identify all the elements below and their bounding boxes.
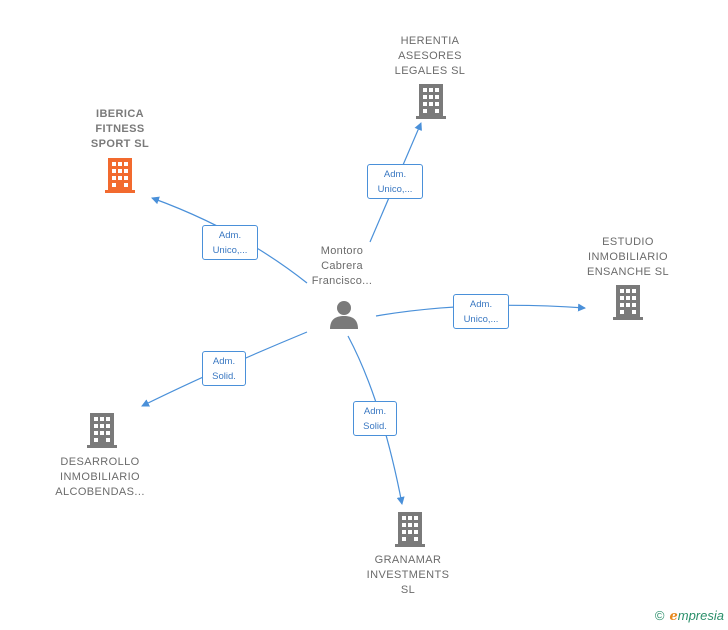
person-icon[interactable] xyxy=(328,298,360,330)
brand-logo-initial: e xyxy=(669,609,678,624)
relation-role-line: Solid. xyxy=(363,421,387,432)
company-name-line: DESARROLLO xyxy=(60,456,140,468)
relation-role-line: Unico,... xyxy=(463,314,499,325)
copyright-symbol: © xyxy=(654,608,665,623)
company-name-line: HERENTIA xyxy=(400,35,460,47)
company-name-line: INVESTMENTS xyxy=(366,569,450,581)
relation-label-iberica[interactable]: Adm. Unico,... xyxy=(202,225,258,260)
relation-role-line: Adm. xyxy=(363,406,387,417)
company-name-line: ALCOBENDAS... xyxy=(55,486,145,498)
company-name-line: INMOBILIARIO xyxy=(60,471,140,483)
relation-role-line: Adm. xyxy=(212,356,236,367)
relation-role-line: Adm. xyxy=(469,299,493,310)
company-name-line: ENSANCHE SL xyxy=(586,266,670,278)
company-herentia-label[interactable]: HERENTIA ASESORES LEGALES SL xyxy=(380,34,480,79)
relation-label-estudio[interactable]: Adm. Unico,... xyxy=(453,294,509,329)
relation-label-granamar[interactable]: Adm. Solid. xyxy=(353,401,397,436)
building-icon[interactable] xyxy=(105,158,135,194)
relation-role-line: Unico,... xyxy=(377,184,413,195)
relation-label-herentia[interactable]: Adm. Unico,... xyxy=(367,164,423,199)
building-icon[interactable] xyxy=(395,512,425,548)
company-name-line: INMOBILIARIO xyxy=(588,251,668,263)
company-name-line: GRANAMAR xyxy=(374,554,442,566)
building-icon[interactable] xyxy=(87,413,117,449)
company-name-line: SPORT SL xyxy=(90,138,150,150)
building-icon[interactable] xyxy=(416,84,446,120)
center-name-line: Francisco... xyxy=(311,275,373,287)
relation-role-line: Adm. xyxy=(218,230,242,241)
company-name-line: FITNESS xyxy=(95,123,145,135)
center-name-line: Montoro xyxy=(320,245,364,257)
company-granamar-label[interactable]: GRANAMAR INVESTMENTS SL xyxy=(358,553,458,598)
company-name-line: ASESORES xyxy=(398,50,462,62)
center-name-line: Cabrera xyxy=(321,260,363,272)
company-iberica-label[interactable]: IBERICA FITNESS SPORT SL xyxy=(70,107,170,152)
relation-role-line: Unico,... xyxy=(212,245,248,256)
company-name-line: SL xyxy=(400,584,416,596)
footer-brand: © empresia xyxy=(655,608,724,624)
brand-logo-text: mpresia xyxy=(677,608,724,623)
building-icon[interactable] xyxy=(613,285,643,321)
relation-role-line: Adm. xyxy=(383,169,407,180)
company-estudio-label[interactable]: ESTUDIO INMOBILIARIO ENSANCHE SL xyxy=(572,235,684,280)
relation-label-desarrollo[interactable]: Adm. Solid. xyxy=(202,351,246,386)
relation-role-line: Solid. xyxy=(212,371,236,382)
company-name-line: IBERICA xyxy=(95,108,145,120)
center-person-name[interactable]: Montoro Cabrera Francisco... xyxy=(300,244,384,289)
company-desarrollo-label[interactable]: DESARROLLO INMOBILIARIO ALCOBENDAS... xyxy=(44,455,156,500)
company-name-line: ESTUDIO xyxy=(602,236,654,248)
company-name-line: LEGALES SL xyxy=(394,65,466,77)
